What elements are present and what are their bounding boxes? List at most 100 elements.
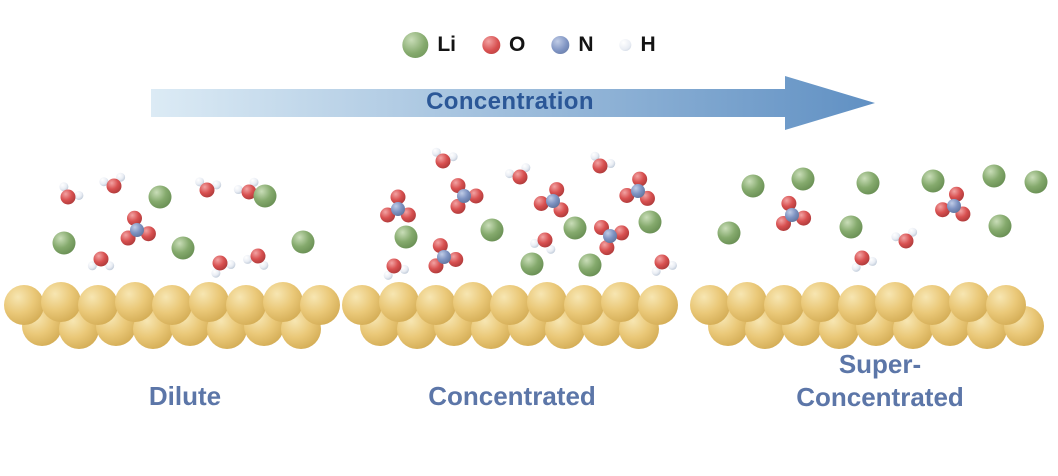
h-atom bbox=[87, 261, 97, 271]
h-atom bbox=[116, 172, 126, 182]
water-molecule bbox=[87, 251, 115, 271]
nitrate-ion bbox=[935, 186, 971, 222]
nitrate-ion bbox=[428, 238, 464, 274]
gold-atom bbox=[453, 282, 493, 322]
h-atom bbox=[546, 244, 556, 254]
n-atom bbox=[130, 223, 144, 237]
n-atom bbox=[603, 229, 617, 243]
n-atom bbox=[785, 208, 799, 222]
metal-surface bbox=[342, 282, 678, 349]
li-atom bbox=[982, 164, 1006, 188]
o-atom bbox=[390, 189, 406, 205]
n-atom bbox=[437, 250, 451, 264]
h-atom bbox=[243, 254, 253, 264]
h-atom bbox=[399, 264, 409, 274]
h-atom bbox=[867, 256, 877, 266]
nitrate-ion bbox=[450, 178, 484, 214]
h-atom bbox=[105, 261, 115, 271]
h-atom bbox=[448, 152, 458, 162]
nitrate-ion bbox=[619, 171, 655, 206]
water-molecule bbox=[590, 151, 616, 174]
metal-surface bbox=[690, 282, 1044, 349]
h-atom bbox=[212, 180, 222, 190]
legend-label-h: H bbox=[640, 33, 656, 56]
gold-atom bbox=[949, 282, 989, 322]
n-atom bbox=[457, 189, 471, 203]
h-atom bbox=[59, 182, 69, 192]
legend-item-o: O bbox=[481, 33, 525, 57]
n-atom-icon bbox=[551, 36, 570, 54]
gold-atom bbox=[838, 285, 878, 325]
li-atom bbox=[717, 221, 741, 245]
legend: Li O N H bbox=[402, 32, 656, 58]
gold-atom bbox=[601, 282, 641, 322]
li-ion bbox=[394, 225, 418, 249]
gold-atom bbox=[300, 285, 340, 325]
li-atom bbox=[563, 216, 587, 240]
h-atom bbox=[249, 177, 259, 187]
gold-atom bbox=[638, 285, 678, 325]
li-ion bbox=[982, 164, 1006, 188]
h-atom bbox=[226, 260, 236, 270]
li-atom bbox=[520, 252, 544, 276]
li-atom bbox=[839, 215, 863, 239]
h-atom bbox=[259, 260, 269, 270]
water-molecule bbox=[243, 248, 269, 270]
nitrate-ion bbox=[533, 182, 569, 218]
h-atom bbox=[74, 190, 84, 200]
o-atom bbox=[435, 153, 451, 169]
h-atom bbox=[530, 238, 540, 248]
h-atom bbox=[908, 227, 918, 237]
o-atom bbox=[400, 207, 416, 223]
h-atom bbox=[606, 159, 616, 169]
li-ion bbox=[148, 185, 172, 209]
li-ion bbox=[520, 252, 544, 276]
o-atom bbox=[450, 178, 466, 194]
gold-atom bbox=[801, 282, 841, 322]
gold-atom bbox=[416, 285, 456, 325]
water-molecule bbox=[211, 255, 236, 278]
panel-label-super-concentrated: Super- Concentrated bbox=[796, 349, 964, 412]
o-atom bbox=[512, 169, 528, 185]
water-molecule bbox=[383, 258, 409, 280]
o-atom bbox=[796, 210, 812, 226]
panel-concentrated bbox=[342, 147, 678, 349]
concentration-arrow-label: Concentration bbox=[426, 88, 594, 115]
li-atom bbox=[480, 218, 504, 242]
gold-atom bbox=[78, 285, 118, 325]
o-atom bbox=[241, 184, 257, 200]
gold-atom bbox=[41, 282, 81, 322]
gold-atom bbox=[727, 282, 767, 322]
li-atom bbox=[921, 169, 945, 193]
h-atom bbox=[891, 232, 901, 242]
o-atom bbox=[127, 210, 143, 226]
li-atom bbox=[171, 236, 195, 260]
gold-atom bbox=[912, 285, 952, 325]
water-molecule bbox=[195, 177, 222, 198]
li-atom bbox=[791, 167, 815, 191]
water-molecule bbox=[505, 163, 531, 185]
nitrate-ion bbox=[120, 210, 156, 246]
li-ion bbox=[480, 218, 504, 242]
h-atom-icon bbox=[619, 39, 632, 51]
o-atom bbox=[448, 251, 464, 267]
panel-label-concentrated: Concentrated bbox=[428, 381, 596, 411]
gold-atom bbox=[226, 285, 266, 325]
concentration-arrow bbox=[151, 76, 875, 130]
panel-super-concentrated bbox=[690, 164, 1048, 349]
li-ion bbox=[171, 236, 195, 260]
o-atom bbox=[380, 207, 396, 223]
li-ion bbox=[291, 230, 315, 254]
water-molecule bbox=[530, 232, 556, 254]
gold-atom bbox=[764, 285, 804, 325]
li-ion bbox=[717, 221, 741, 245]
water-molecule bbox=[891, 227, 918, 249]
o-atom bbox=[632, 171, 648, 187]
o-atom bbox=[948, 186, 964, 202]
gold-atom bbox=[527, 282, 567, 322]
h-atom bbox=[590, 151, 600, 161]
h-atom bbox=[99, 177, 109, 187]
panel-dilute bbox=[4, 172, 340, 349]
water-molecule bbox=[233, 177, 259, 200]
